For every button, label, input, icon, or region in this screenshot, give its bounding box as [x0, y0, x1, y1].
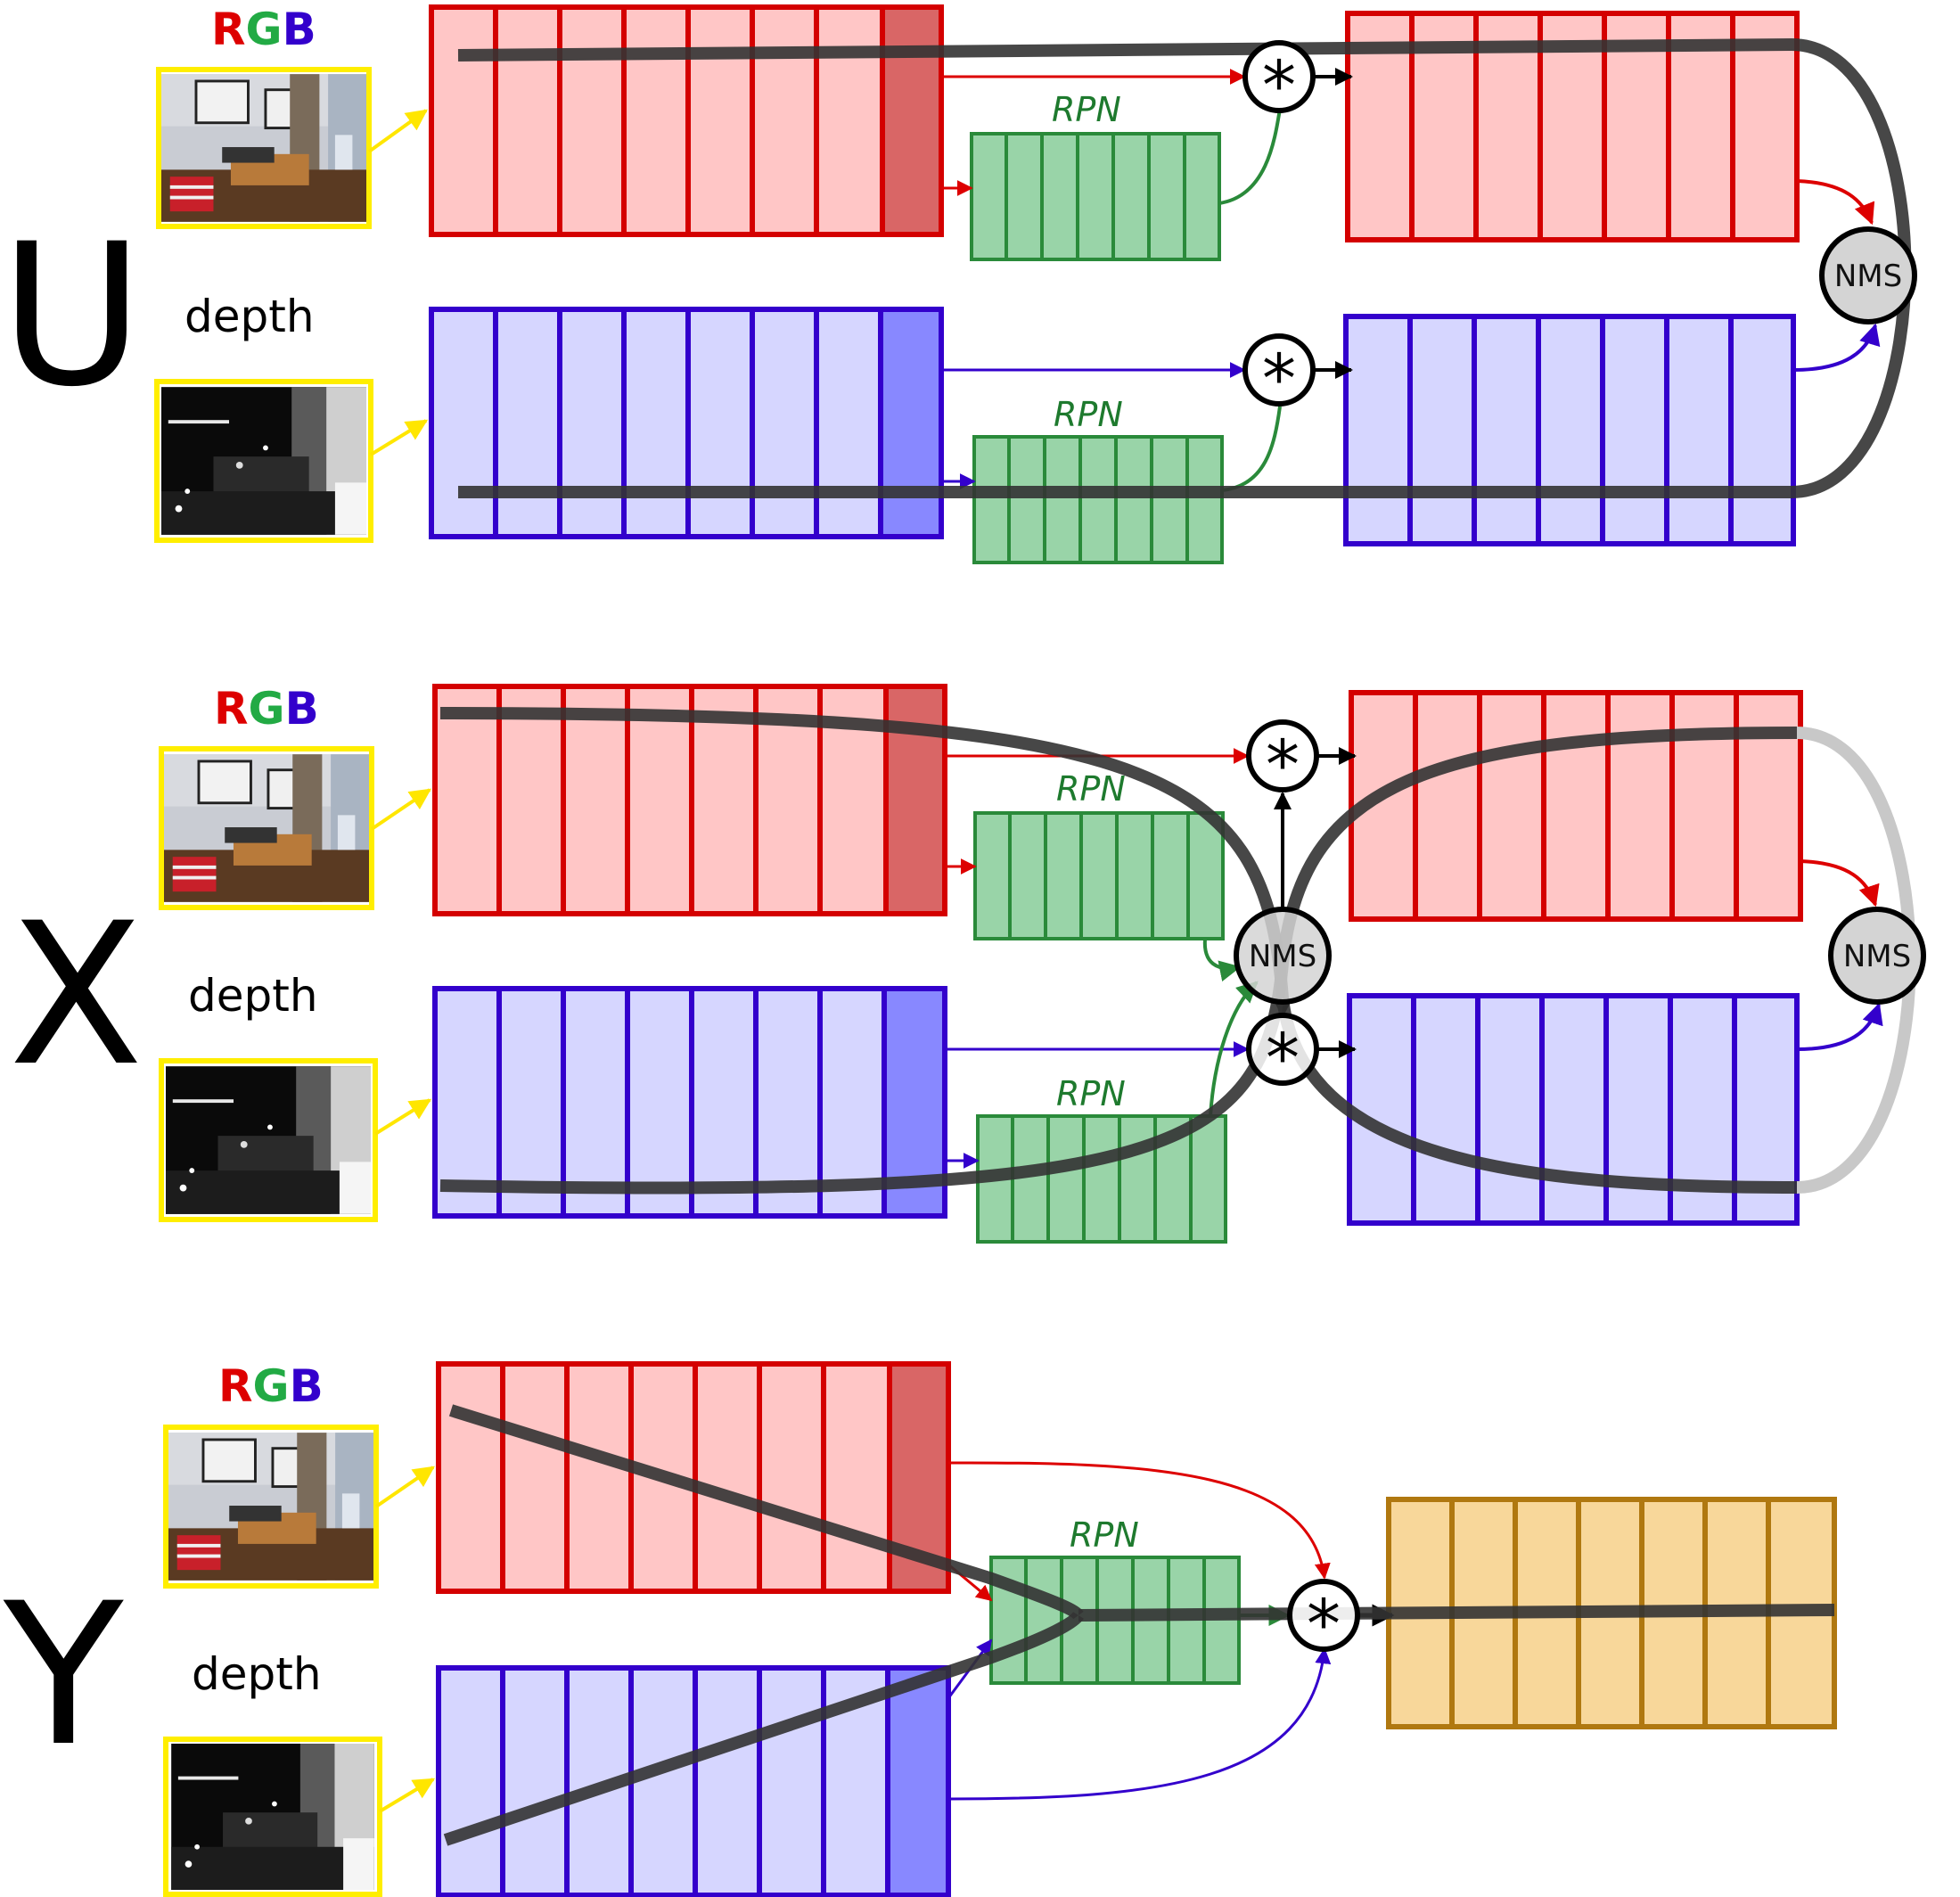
rgb-label-x: RGB — [214, 683, 319, 735]
star-symbol: * — [1262, 45, 1296, 125]
nms-circle-icon: NMS — [1234, 907, 1332, 1005]
depth-image-thumbnail — [159, 1058, 378, 1222]
rpn-block-x-top — [973, 811, 1225, 940]
rgb-letter-g: G — [246, 4, 283, 55]
rpn-label: RPN — [1056, 1074, 1126, 1113]
rgb-letter-g: G — [253, 1360, 290, 1412]
nms-label: NMS — [1834, 259, 1902, 294]
rgb-label-u: RGB — [211, 4, 316, 55]
rgb-letter-r: R — [211, 4, 246, 55]
panel-letter-u: U — [0, 201, 144, 430]
rgb-feature-block-u — [429, 4, 944, 237]
depth-image-thumbnail — [154, 379, 373, 543]
depth-output-block-u — [1343, 314, 1796, 546]
rpn-label: RPN — [1054, 395, 1123, 434]
rgb-image-thumbnail — [156, 67, 372, 229]
multiply-star-icon: * — [1287, 1579, 1360, 1663]
rpn-label: RPN — [1070, 1515, 1139, 1555]
depth-label-y: depth — [192, 1648, 322, 1700]
rgb-letter-b: B — [290, 1360, 324, 1412]
rgb-label-y: RGB — [218, 1360, 324, 1412]
rgb-letter-r: R — [218, 1360, 253, 1412]
multiply-star-icon: * — [1242, 40, 1316, 125]
multiply-star-icon: * — [1246, 719, 1319, 804]
rgb-letter-b: B — [285, 683, 319, 735]
nms-circle-icon: NMS — [1828, 907, 1926, 1005]
rgb-feature-block-y — [436, 1361, 951, 1594]
depth-label-u: depth — [185, 291, 315, 342]
rpn-label: RPN — [1056, 769, 1126, 809]
rgb-image-thumbnail — [163, 1425, 379, 1589]
rpn-label: RPN — [1052, 90, 1121, 129]
depth-feature-block-x — [432, 986, 947, 1219]
panel-y: Y RGB depth RPN — [3, 1360, 1837, 1897]
panel-letter-x: X — [9, 881, 144, 1109]
panel-letter-y: Y — [3, 1561, 124, 1789]
rgb-letter-b: B — [283, 4, 316, 55]
rgb-output-block-x — [1349, 690, 1803, 922]
depth-label-x: depth — [188, 970, 318, 1022]
nms-label: NMS — [1843, 939, 1911, 974]
rgb-letter-g: G — [249, 683, 285, 735]
depth-image-thumbnail — [163, 1737, 382, 1897]
nms-circle-icon: NMS — [1819, 226, 1917, 324]
panel-x: X RGB depth RPN — [9, 683, 1926, 1244]
star-symbol: * — [1266, 725, 1300, 804]
rpn-block-u-bottom — [972, 435, 1224, 564]
star-symbol: * — [1307, 1584, 1341, 1663]
panel-u: U RGB depth RPN — [0, 4, 1917, 564]
rgb-image-thumbnail — [159, 746, 374, 910]
depth-feature-block-u — [429, 307, 944, 539]
multiply-star-icon: * — [1246, 1013, 1319, 1097]
star-symbol: * — [1266, 1018, 1300, 1097]
nms-label: NMS — [1249, 939, 1316, 974]
multiply-star-icon: * — [1242, 333, 1316, 418]
rgb-letter-r: R — [214, 683, 249, 735]
rpn-block-u-top — [970, 132, 1221, 261]
star-symbol: * — [1262, 339, 1296, 418]
